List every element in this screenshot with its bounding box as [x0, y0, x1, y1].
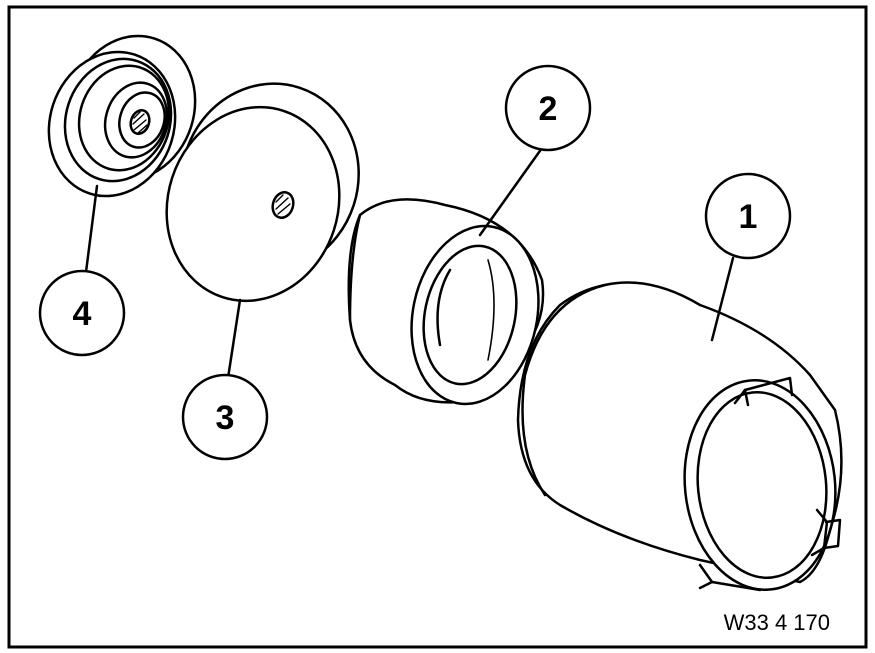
part-4-bearing-disc — [47, 34, 197, 198]
leader-line-3 — [226, 298, 242, 380]
figure-border — [7, 5, 868, 649]
leader-line-4 — [84, 184, 99, 274]
callout-circle-1 — [704, 172, 792, 260]
callout-label-3: 3 — [216, 399, 235, 437]
leader-line-2 — [478, 146, 544, 237]
callout-label-4: 4 — [73, 295, 92, 333]
part-2-ring — [347, 198, 545, 406]
callout-label-2: 2 — [539, 90, 558, 128]
callout-circle-2 — [504, 64, 592, 152]
part-1-sleeve — [516, 281, 843, 592]
figure-reference-code: W33 4 170 — [724, 610, 830, 635]
part-3-pressure-disc — [165, 82, 360, 303]
leader-line-1 — [710, 256, 735, 342]
callout-label-1: 1 — [739, 198, 758, 236]
callout-circle-4 — [38, 269, 126, 357]
callout-circle-3 — [181, 373, 269, 461]
